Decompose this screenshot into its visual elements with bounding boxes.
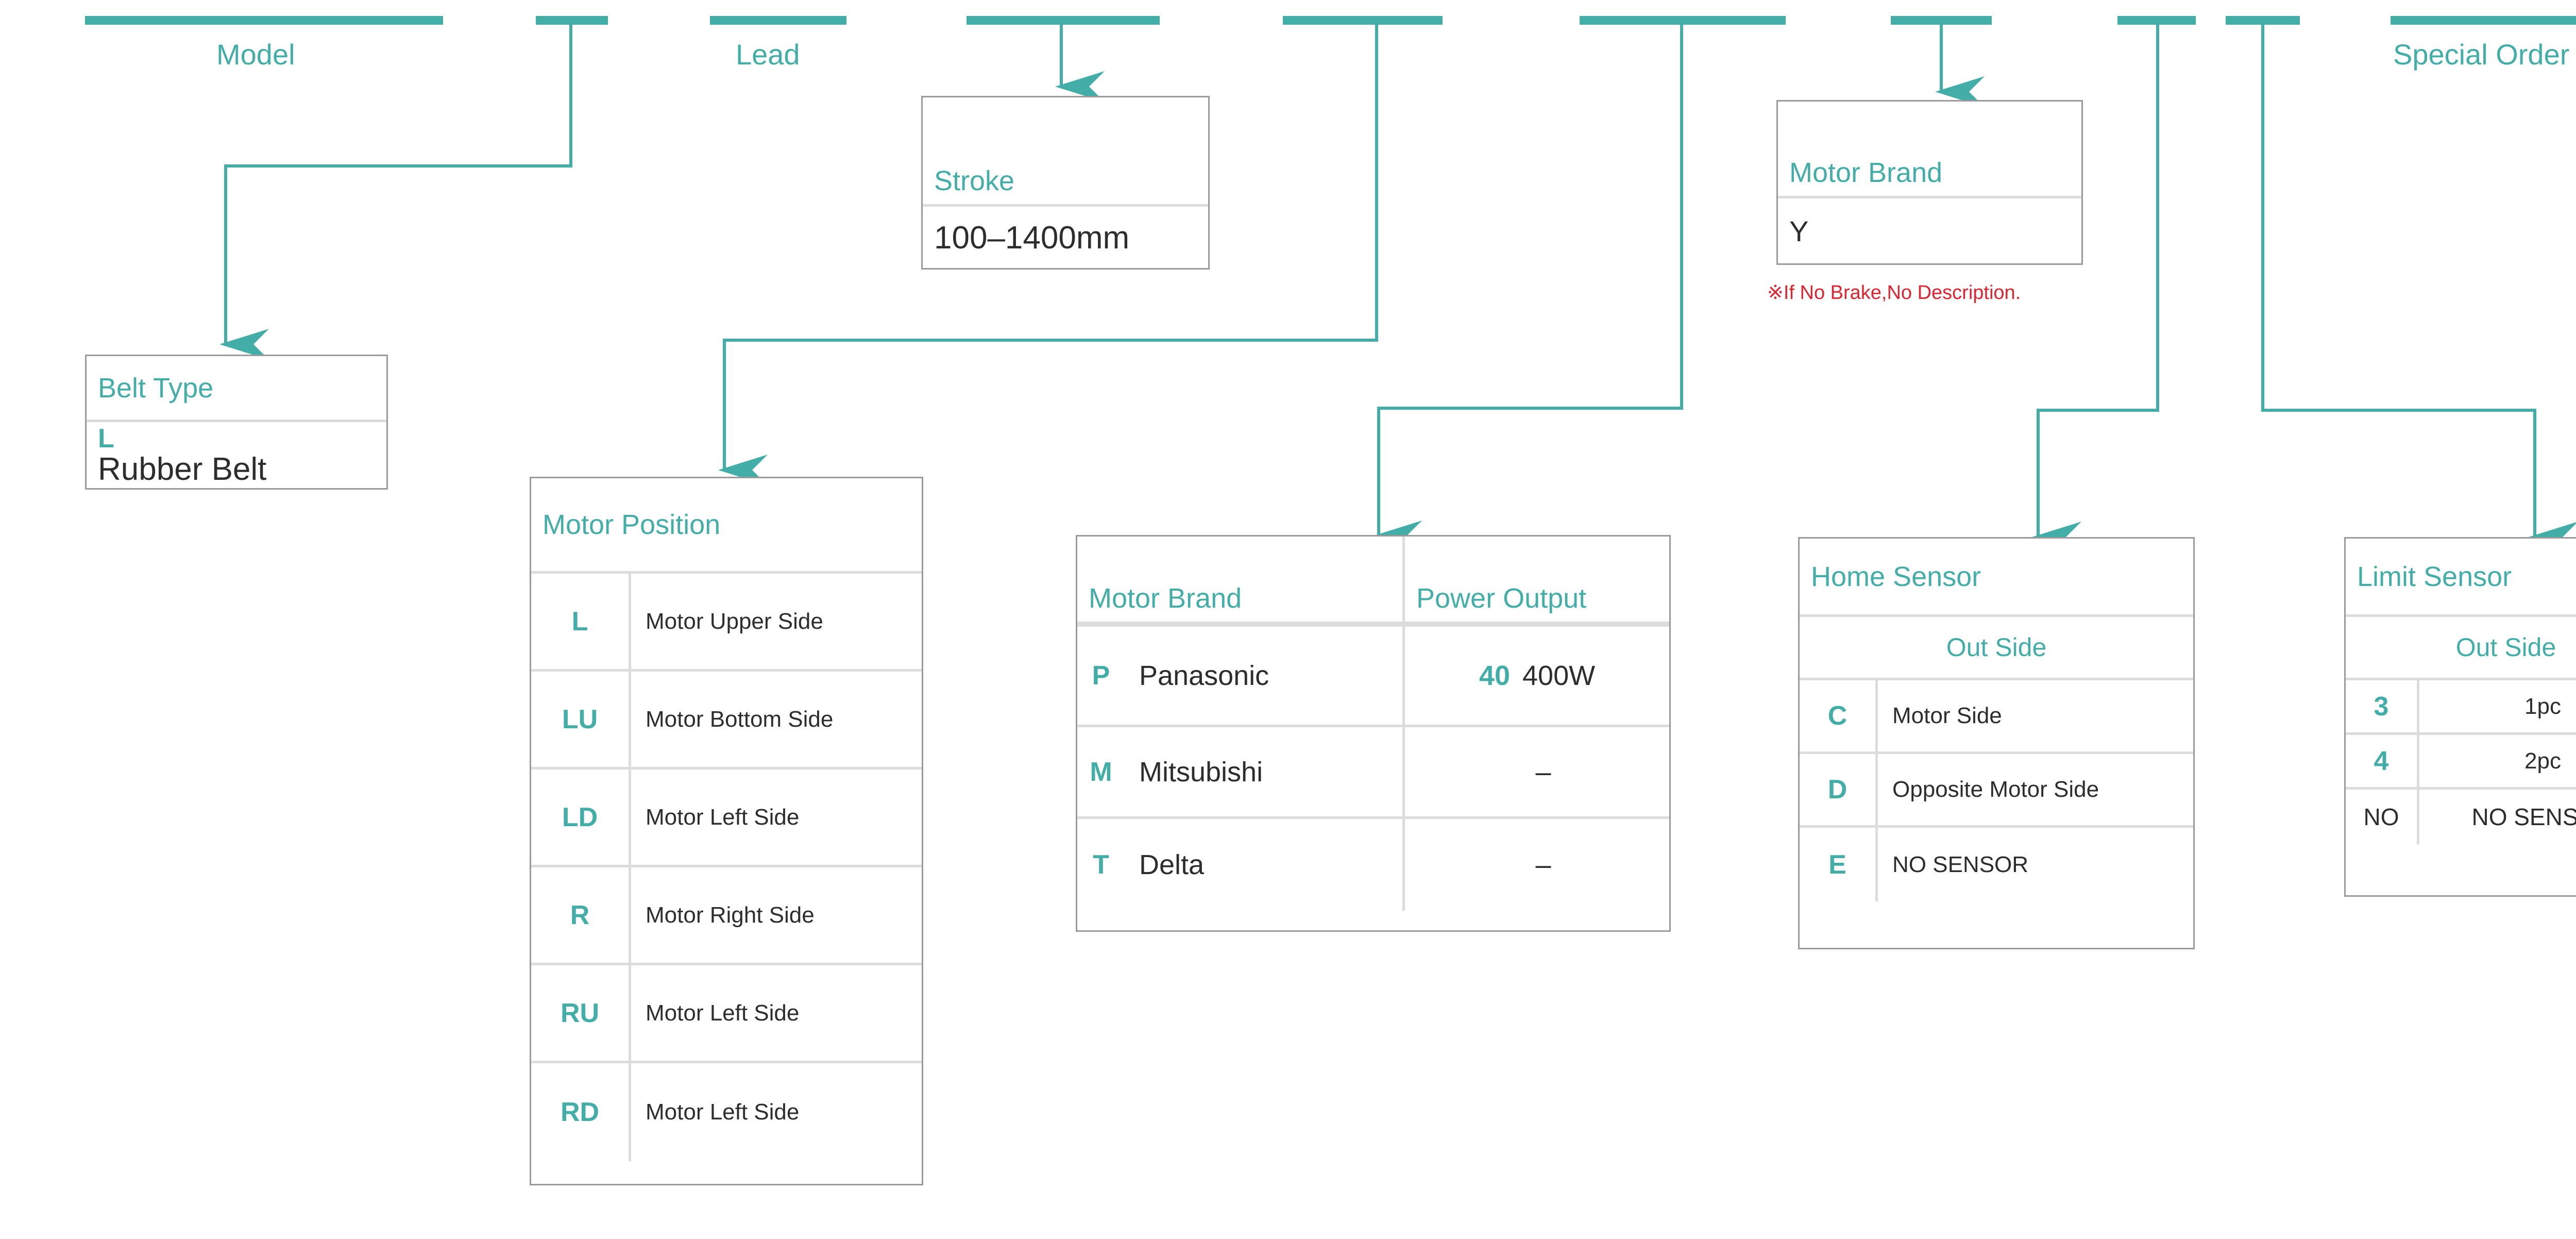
power-output-value: 40 400W bbox=[1405, 627, 1669, 725]
motor-brand-desc: Mitsubishi bbox=[1125, 727, 1405, 816]
home-sensor-rows: C Motor Side D Opposite Motor Side E NO … bbox=[1800, 680, 2193, 901]
motor-brand-code: M bbox=[1090, 757, 1112, 787]
home-sensor-code: E bbox=[1800, 828, 1878, 901]
stroke-value: 100–1400mm bbox=[934, 220, 1130, 256]
belt-type-box: Belt Type L Rubber Belt bbox=[85, 355, 388, 490]
table-row: 3 1pc bbox=[2346, 680, 2576, 735]
home-sensor-subheader: Out Side bbox=[1800, 617, 2193, 680]
motor-position-desc: Motor Left Side bbox=[646, 804, 800, 830]
code-segment-bar-model bbox=[85, 16, 443, 25]
table-row: P Panasonic 40 400W bbox=[1077, 624, 1669, 727]
motor-brand-desc: Delta bbox=[1125, 819, 1405, 911]
power-output-desc: – bbox=[1535, 756, 1551, 788]
motor-position-code: L bbox=[531, 574, 631, 669]
code-segment-bar-motor-brand bbox=[1580, 16, 1786, 25]
limit-sensor-desc: 2pc bbox=[2524, 748, 2561, 774]
belt-type-value: L Rubber Belt bbox=[87, 422, 386, 489]
power-output-value: – bbox=[1405, 727, 1669, 816]
home-sensor-desc: Opposite Motor Side bbox=[1892, 777, 2099, 802]
code-segment-bar-special-order bbox=[2391, 16, 2576, 25]
limit-sensor-header: Limit Sensor bbox=[2346, 539, 2576, 617]
stroke-box: Stroke 100–1400mm bbox=[921, 96, 1210, 270]
motor-brand-code: P bbox=[1092, 661, 1110, 691]
motor-position-desc: Motor Left Side bbox=[646, 1099, 800, 1125]
power-output-header: Power Output bbox=[1416, 583, 1587, 614]
motor-position-code: LU bbox=[531, 672, 631, 767]
motor-brand-code: T bbox=[1093, 850, 1109, 880]
motor-position-header: Motor Position bbox=[531, 478, 922, 574]
motor-position-code: RU bbox=[531, 965, 631, 1061]
code-segment-bar-motor-position bbox=[1283, 16, 1443, 25]
motor-position-desc: Motor Bottom Side bbox=[646, 706, 834, 732]
table-row: E NO SENSOR bbox=[1800, 828, 2193, 901]
caption-lead: Lead bbox=[736, 38, 800, 71]
table-row: C Motor Side bbox=[1800, 680, 2193, 754]
limit-sensor-code: 4 bbox=[2346, 735, 2419, 787]
code-segment-bar-lead bbox=[710, 16, 846, 25]
motor-brand-brake-box: Motor Brand Y bbox=[1776, 100, 2083, 265]
home-sensor-desc: Motor Side bbox=[1892, 703, 2002, 728]
table-row: NO NO SENSOR bbox=[2346, 790, 2576, 844]
motor-position-code: R bbox=[531, 867, 631, 963]
code-segment-bar-stroke bbox=[967, 16, 1160, 25]
caption-special-order-no: Special Order No. bbox=[2393, 38, 2576, 71]
code-segment-bar-belt-type bbox=[536, 16, 608, 25]
belt-type-header: Belt Type bbox=[87, 356, 386, 422]
code-segment-bar-limit-sensor bbox=[2226, 16, 2300, 25]
motor-brand-brake-header: Motor Brand bbox=[1778, 102, 2081, 198]
brake-footnote: ※If No Brake,No Description. bbox=[1767, 282, 2021, 304]
table-row: 4 2pc bbox=[2346, 735, 2576, 790]
motor-position-desc: Motor Right Side bbox=[646, 902, 815, 928]
power-output-value: – bbox=[1405, 819, 1669, 911]
motor-position-code: RD bbox=[531, 1063, 631, 1161]
motor-brand-header: Motor Brand bbox=[1077, 537, 1405, 622]
belt-type-description: Rubber Belt bbox=[98, 451, 267, 488]
power-output-desc: 400W bbox=[1522, 660, 1596, 691]
code-segment-bar-home-sensor bbox=[2117, 16, 2196, 25]
motor-position-table: Motor Position L Motor Upper Side LU Mot… bbox=[530, 477, 923, 1185]
motor-brand-desc: Panasonic bbox=[1125, 627, 1405, 725]
table-row: RD Motor Left Side bbox=[531, 1063, 922, 1161]
motor-brand-power-table: Motor Brand Power Output P Panasonic 40 … bbox=[1076, 535, 1671, 932]
power-output-code: 40 bbox=[1479, 660, 1510, 691]
limit-sensor-desc: NO SENSOR bbox=[2471, 803, 2576, 830]
motor-position-desc: Motor Left Side bbox=[646, 1000, 800, 1026]
limit-sensor-subheader: Out Side bbox=[2346, 617, 2576, 680]
table-row: L Motor Upper Side bbox=[531, 574, 922, 672]
limit-sensor-desc: 1pc bbox=[2524, 693, 2561, 719]
motor-position-rows: L Motor Upper Side LU Motor Bottom Side … bbox=[531, 574, 922, 1161]
home-sensor-code: D bbox=[1800, 754, 1878, 825]
table-row: R Motor Right Side bbox=[531, 867, 922, 965]
motor-brand-power-header-row: Motor Brand Power Output bbox=[1077, 537, 1669, 624]
power-output-desc: – bbox=[1535, 849, 1551, 880]
motor-position-code: LD bbox=[531, 769, 631, 865]
table-row: LD Motor Left Side bbox=[531, 769, 922, 867]
table-row: LU Motor Bottom Side bbox=[531, 672, 922, 769]
table-row: RU Motor Left Side bbox=[531, 965, 922, 1063]
limit-sensor-code: 3 bbox=[2346, 680, 2419, 732]
motor-brand-power-rows: P Panasonic 40 400W M Mitsubishi – T Del… bbox=[1077, 624, 1669, 911]
table-row: D Opposite Motor Side bbox=[1800, 754, 2193, 828]
limit-sensor-table: Limit Sensor Out Side 3 1pc 4 2pc NO NO … bbox=[2344, 537, 2576, 897]
belt-type-code: L bbox=[98, 423, 114, 454]
caption-model: Model bbox=[216, 38, 295, 71]
motor-brand-brake-code: Y bbox=[1789, 215, 1809, 247]
motor-position-desc: Motor Upper Side bbox=[646, 608, 823, 634]
code-segment-bar-brake bbox=[1891, 16, 1992, 25]
home-sensor-code: C bbox=[1800, 680, 1878, 751]
stroke-header: Stroke bbox=[923, 97, 1208, 207]
limit-sensor-rows: 3 1pc 4 2pc NO NO SENSOR bbox=[2346, 680, 2576, 844]
limit-sensor-code: NO bbox=[2346, 790, 2419, 844]
home-sensor-desc: NO SENSOR bbox=[1892, 851, 2029, 877]
home-sensor-header: Home Sensor bbox=[1800, 539, 2193, 617]
table-row: T Delta – bbox=[1077, 819, 1669, 911]
home-sensor-table: Home Sensor Out Side C Motor Side D Oppo… bbox=[1798, 537, 2195, 949]
table-row: M Mitsubishi – bbox=[1077, 727, 1669, 819]
